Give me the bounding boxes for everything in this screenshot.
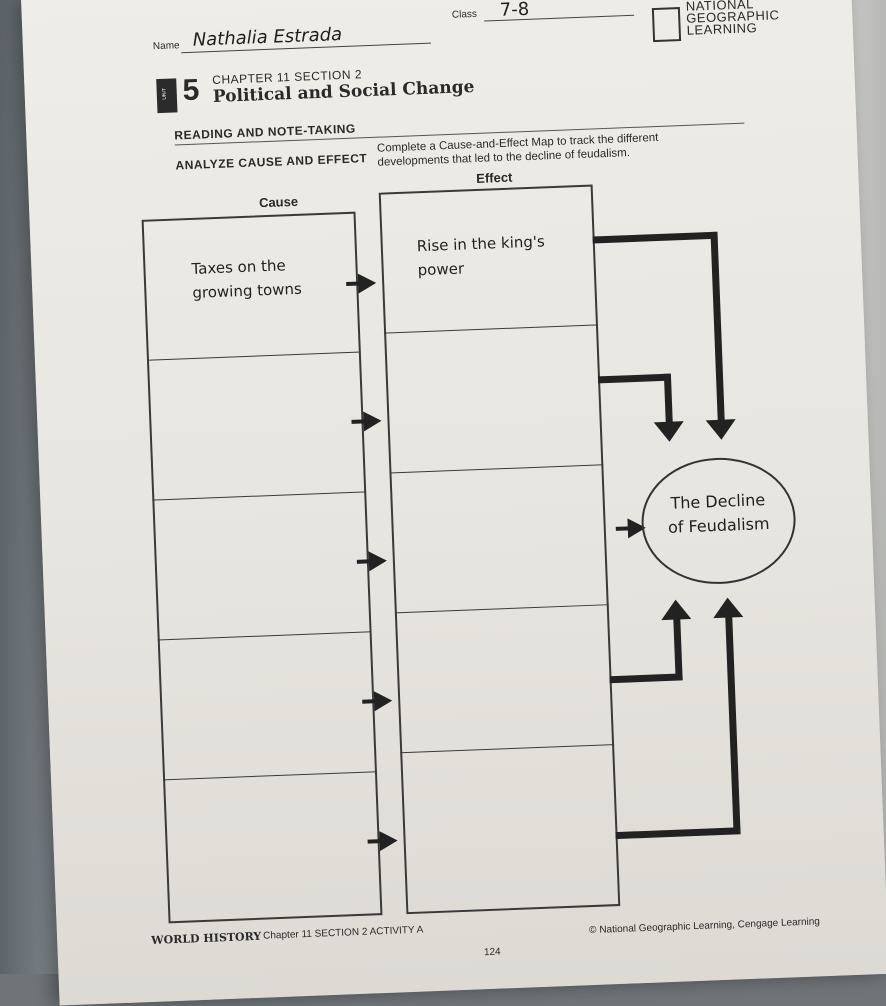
cause-header: Cause — [258, 193, 299, 211]
arrow-right-icon — [363, 410, 382, 432]
nat-geo-logo-icon — [651, 7, 682, 43]
cause-column — [141, 211, 383, 924]
arrow-right-icon — [373, 690, 393, 712]
connector-4-vertical — [673, 617, 683, 680]
arrow-right-icon — [357, 272, 377, 294]
effect-column — [378, 184, 621, 915]
name-label: Name — [152, 40, 180, 53]
class-value[interactable]: 7-8 — [499, 0, 530, 21]
skill-label: ANALYZE CAUSE AND EFFECT — [175, 151, 368, 173]
page-number: 124 — [483, 946, 501, 959]
footer-activity: Chapter 11 SECTION 2 ACTIVITY A — [262, 924, 424, 942]
class-label: Class — [451, 8, 478, 21]
effect-1-line-1: Rise in the king's — [416, 232, 546, 256]
connector-5-vertical — [725, 615, 741, 834]
arrow-down-icon — [705, 419, 737, 441]
connector-2-horizontal — [597, 373, 671, 384]
effect-1-text[interactable]: Rise in the king's power — [416, 232, 546, 279]
cause-1-line-1: Taxes on the — [191, 256, 286, 278]
brand-block: NATIONAL GEOGRAPHIC LEARNING — [686, 0, 780, 38]
copyright: © National Geographic Learning, Cengage … — [588, 916, 821, 937]
unit-label: UNIT — [161, 87, 168, 100]
arrow-right-icon — [368, 550, 388, 572]
connector-1-horizontal — [592, 231, 717, 244]
cause-1-text[interactable]: Taxes on the growing towns — [191, 256, 302, 302]
arrow-down-icon — [653, 421, 685, 443]
connector-4-horizontal — [609, 673, 683, 684]
result-line-2: of Feudalism — [667, 513, 770, 537]
arrow-right-icon — [379, 830, 398, 852]
unit-number: 5 — [182, 73, 200, 108]
worksheet-page: Name Nathalia Estrada Class 7-8 NATIONAL… — [20, 0, 886, 1006]
effect-header: Effect — [475, 169, 513, 186]
connector-1-vertical — [710, 231, 725, 422]
unit-tab: UNIT — [156, 78, 178, 114]
brand-line-3: LEARNING — [686, 20, 758, 38]
connector-5-horizontal — [615, 827, 741, 840]
result-text: The Decline of Feudalism — [652, 487, 784, 540]
footer-book: WORLD HISTORY — [151, 929, 262, 947]
connector-2-vertical — [663, 373, 673, 424]
